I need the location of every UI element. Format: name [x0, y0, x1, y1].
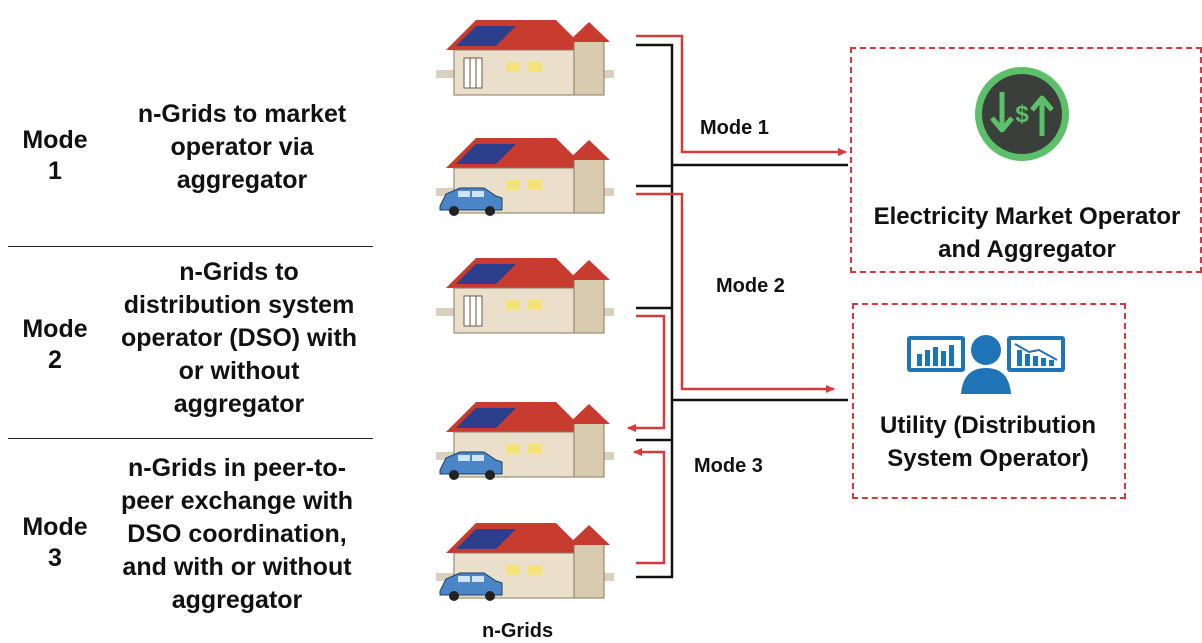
electric-car-icon — [439, 187, 503, 216]
mode-2-label: Mode 2 — [5, 314, 105, 376]
operator-monitors-icon — [907, 335, 1065, 394]
n-grids-label: n-Grids — [482, 620, 554, 642]
mode-2-description: n-Grids to distribution system operator … — [104, 256, 374, 421]
mode-3-flow-label: Mode 3 — [694, 455, 763, 477]
money-exchange-icon: $ — [975, 67, 1069, 161]
utility-title-line: System Operator) — [887, 445, 1089, 472]
house-ev-icon — [436, 523, 614, 601]
mode-2-desc-line: distribution system — [123, 291, 355, 319]
mode-3-description: n-Grids in peer-to- peer exchange with D… — [102, 452, 372, 617]
mode-3-desc-line: DSO coordination, — [127, 520, 347, 548]
electric-car-icon — [439, 451, 503, 480]
mode-3-desc-line: peer exchange with — [120, 487, 354, 515]
mode-3-desc-line: aggregator — [171, 586, 303, 614]
mode-1-desc-line: n-Grids to market — [137, 100, 347, 128]
svg-text:$: $ — [1015, 101, 1029, 128]
mode-1-label-word: Mode — [22, 126, 88, 154]
mode-divider — [8, 438, 373, 439]
mode-3-desc-line: and with or without — [122, 553, 352, 581]
utility-title: Utility (Distribution System Operator) — [855, 409, 1121, 475]
mode-divider — [8, 246, 373, 247]
market-operator-line: and Aggregator — [938, 236, 1116, 263]
market-operator-box — [850, 47, 1202, 273]
mode-1-description: n-Grids to market operator via aggregato… — [112, 98, 372, 197]
mode-2-label-word: Mode — [22, 315, 88, 343]
mode-1-flow-arrow — [636, 34, 847, 156]
mode-2-downward-arrow — [627, 314, 666, 432]
house-ev-icon — [436, 138, 614, 216]
utility-box — [852, 303, 1126, 499]
market-operator-title: Electricity Market Operator and Aggregat… — [862, 200, 1192, 266]
mode-2-desc-line: or without — [178, 357, 300, 385]
mode-3-label: Mode 3 — [5, 512, 105, 574]
mode-3-label-word: Mode — [22, 513, 88, 541]
mode-2-desc-line: n-Grids to — [179, 258, 299, 286]
mode-2-desc-line: aggregator — [173, 390, 305, 418]
mode-1-desc-line: operator via — [170, 133, 314, 161]
mode-2-desc-line: operator (DSO) with — [120, 324, 358, 352]
mode-2-label-number: 2 — [48, 346, 62, 374]
mode-1-flow-label: Mode 1 — [700, 117, 769, 139]
mode-2-flow-label: Mode 2 — [716, 275, 785, 297]
electric-car-icon — [439, 572, 503, 601]
bus-lines — [636, 43, 848, 579]
mode-3-label-number: 3 — [48, 544, 62, 572]
mode-1-label-number: 1 — [48, 157, 62, 185]
mode-3-flow-arrow — [633, 448, 666, 565]
mode-2-flow-arrow — [636, 192, 835, 393]
mode-1-label: Mode 1 — [5, 125, 105, 187]
house-solar-icon — [436, 258, 614, 334]
market-operator-line: Electricity Market Operator — [873, 203, 1181, 230]
utility-title-line: Utility (Distribution — [880, 412, 1096, 439]
house-ev-icon — [436, 402, 614, 480]
mode-3-desc-line: n-Grids in peer-to- — [127, 454, 347, 482]
mode-1-desc-line: aggregator — [176, 166, 308, 194]
house-solar-icon — [436, 20, 614, 96]
